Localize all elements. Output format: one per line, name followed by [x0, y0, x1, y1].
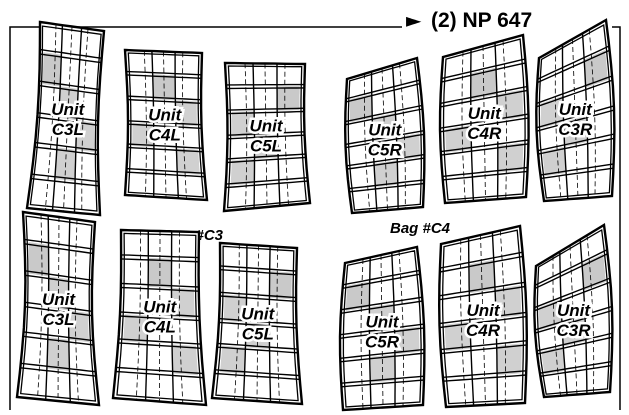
unit-label-word: Unit	[466, 301, 500, 320]
unit-label-code: C4L	[149, 126, 181, 145]
unit-label-code: C5R	[365, 332, 400, 351]
unit-label-code: C5L	[250, 136, 282, 155]
unit-label-word: Unit	[249, 116, 283, 135]
unit-label-word: Unit	[241, 304, 275, 323]
unit-label-word: Unit	[368, 120, 402, 139]
unit-label-code: C3L	[42, 310, 74, 329]
unit-label-word: Unit	[468, 104, 502, 123]
unit-label-code: C5L	[242, 324, 274, 343]
unit-label-word: Unit	[148, 106, 182, 125]
unit-label-code: C3R	[558, 120, 593, 139]
unit-label-code: C4R	[467, 124, 502, 143]
unit-label-code: C5R	[368, 140, 403, 159]
unit-label-word: Unit	[365, 312, 399, 331]
unit-label-word: Unit	[559, 100, 593, 119]
unit-label-code: C4R	[466, 321, 501, 340]
unit-label-code: C3R	[556, 321, 591, 340]
unit-label-word: Unit	[51, 100, 85, 119]
unit-label-word: Unit	[557, 301, 591, 320]
unit-label-word: Unit	[42, 290, 76, 309]
unit-label-word: Unit	[143, 297, 177, 316]
bag-label-c4: Bag #C4	[390, 220, 451, 237]
unit-label-code: C3L	[52, 120, 84, 139]
unit-label-code: C4L	[144, 317, 176, 336]
arrow-icon: ►	[406, 8, 422, 32]
frame-border	[9, 26, 621, 410]
part-reference: (2) NP 647	[431, 9, 532, 32]
